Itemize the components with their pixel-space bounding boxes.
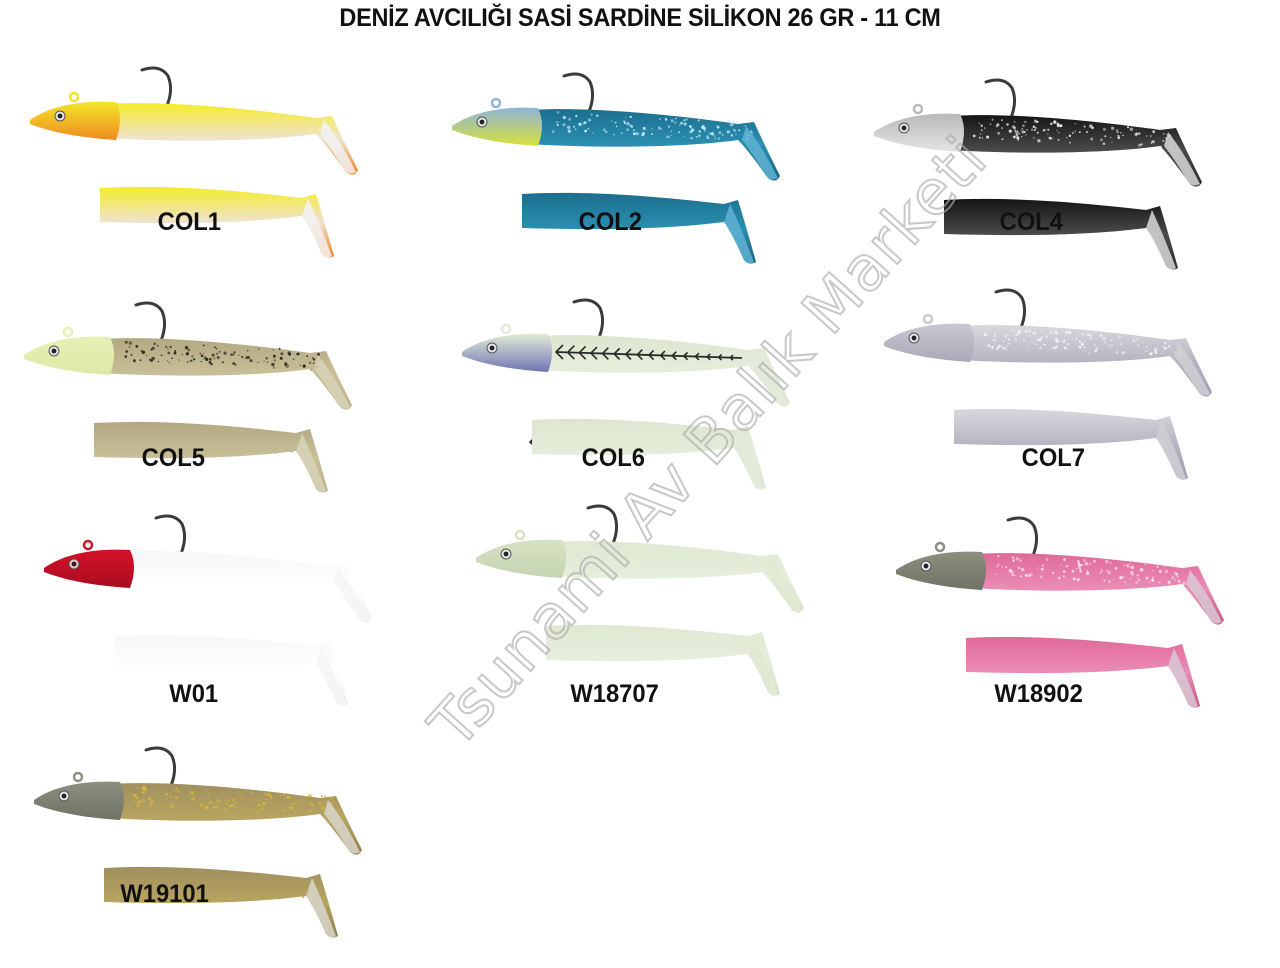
lure-illustration: [34, 746, 362, 938]
lure-illustration: [462, 298, 790, 490]
page-title: DENİZ AVCILIĞI SASİ SARDİNE SİLİKON 26 G…: [339, 4, 941, 32]
product-card-w18707: [466, 498, 826, 708]
product-code-label: COL5: [141, 444, 206, 472]
hook-icon: [572, 298, 605, 342]
hook-icon: [1006, 516, 1039, 560]
product-card-col5: [14, 295, 374, 505]
hook-icon: [144, 746, 177, 790]
product-card-col7: [874, 282, 1234, 492]
lure-illustration: [30, 66, 358, 258]
product-code-label: COL1: [157, 208, 222, 236]
hook-icon: [984, 78, 1017, 122]
product-code-label: W18707: [570, 680, 659, 708]
lure-illustration: [884, 288, 1212, 480]
product-card-col6: [452, 292, 812, 502]
product-card-col2: [442, 66, 802, 276]
product-card-w18902: [886, 510, 1246, 720]
hook-icon: [562, 72, 595, 116]
hook-icon: [140, 66, 173, 110]
product-code-label: COL4: [999, 208, 1064, 236]
hook-icon: [134, 301, 167, 345]
lure-illustration: [874, 78, 1202, 270]
lure-illustration: [44, 514, 372, 706]
lure-illustration: [452, 72, 780, 264]
product-code-label: W18902: [994, 680, 1083, 708]
product-card-w01: [34, 508, 394, 718]
product-card-w19101: [24, 740, 384, 950]
product-code-label: COL6: [581, 444, 646, 472]
lure-illustration: [896, 516, 1224, 708]
product-code-label: W19101: [120, 880, 209, 908]
lure-illustration: [24, 301, 352, 493]
product-card-col4: [864, 72, 1224, 282]
product-card-col1: [20, 60, 380, 270]
hook-icon: [586, 504, 619, 548]
product-code-label: COL2: [578, 208, 643, 236]
hook-icon: [154, 514, 187, 558]
product-code-label: COL7: [1021, 444, 1086, 472]
lure-illustration: [476, 504, 804, 696]
hook-icon: [994, 288, 1027, 332]
product-code-label: W01: [169, 680, 219, 708]
